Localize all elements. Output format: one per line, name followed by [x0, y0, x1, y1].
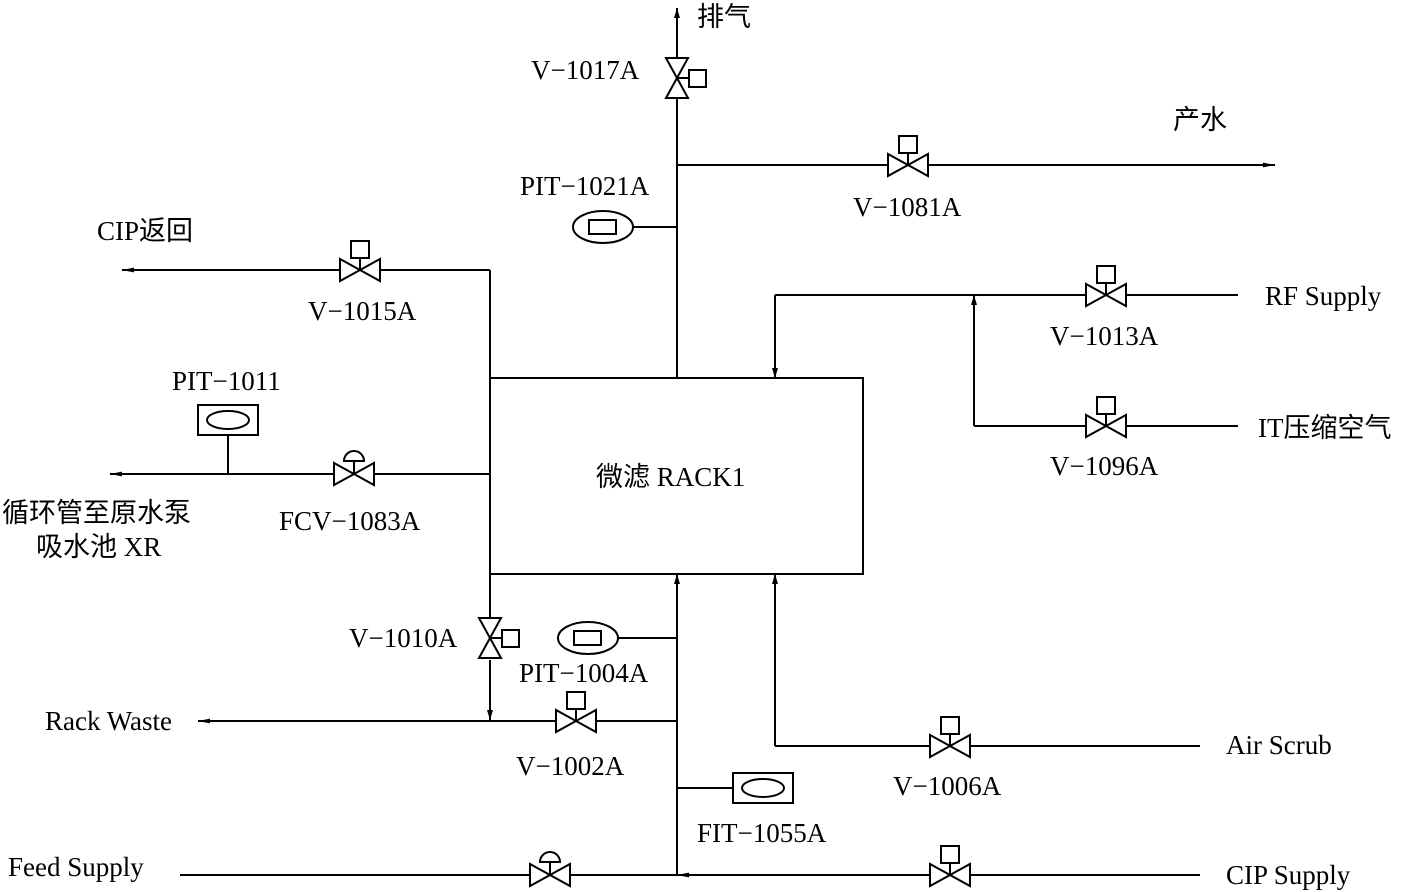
valve-v1002a-label: V−1002A [516, 751, 625, 781]
valve-v1017a[interactable] [664, 57, 707, 99]
valve-v1081a-label: V−1081A [853, 192, 962, 222]
valve-v1096a-label: V−1096A [1050, 451, 1159, 481]
pit1021a-instrument[interactable] [572, 210, 634, 244]
fit1055a-instrument[interactable] [732, 772, 794, 804]
valve-v1015a-label: V−1015A [308, 296, 417, 326]
cip-supply-label: CIP Supply [1226, 860, 1351, 890]
valve-v1096a[interactable] [1085, 396, 1127, 439]
pit1004a-label: PIT−1004A [519, 658, 649, 688]
valve-v1013a[interactable] [1085, 265, 1127, 308]
rack-label: 微滤 RACK1 [596, 462, 745, 492]
fit1055a-label: FIT−1055A [697, 818, 827, 848]
valve-cip-supply[interactable] [929, 845, 971, 888]
rack-waste-label: Rack Waste [45, 706, 172, 736]
air-scrub-label: Air Scrub [1226, 730, 1332, 760]
product-water-label: 产水 [1173, 105, 1227, 135]
valve-v1006a[interactable] [929, 716, 971, 759]
valve-v1081a[interactable] [887, 135, 929, 178]
pit1011-instrument[interactable] [197, 404, 259, 436]
valve-v1017a-label: V−1017A [531, 55, 640, 85]
cip-return-label: CIP返回 [97, 216, 193, 246]
recirc-label-2: 吸水池 XR [36, 532, 161, 562]
pit1004a-instrument[interactable] [557, 621, 619, 655]
valve-v1015a[interactable] [339, 240, 381, 283]
pit1021a-label: PIT−1021A [520, 171, 650, 201]
valve-v1010a-label: V−1010A [349, 623, 458, 653]
valve-fcv1083a[interactable] [333, 450, 375, 487]
recirc-label-1: 循环管至原水泵 [2, 498, 191, 528]
valve-v1006a-label: V−1006A [893, 771, 1002, 801]
it-air-label: IT压缩空气 [1258, 413, 1391, 443]
valve-v1010a[interactable] [477, 617, 520, 659]
valve-feed-control[interactable] [529, 851, 571, 888]
vent-label: 排气 [697, 2, 751, 32]
rf-supply-label: RF Supply [1265, 281, 1382, 311]
feed-supply-label: Feed Supply [8, 852, 144, 882]
valve-fcv1083a-label: FCV−1083A [279, 506, 421, 536]
valve-v1013a-label: V−1013A [1050, 321, 1159, 351]
valve-v1002a[interactable] [555, 691, 597, 734]
pit1011-label: PIT−1011 [172, 366, 281, 396]
